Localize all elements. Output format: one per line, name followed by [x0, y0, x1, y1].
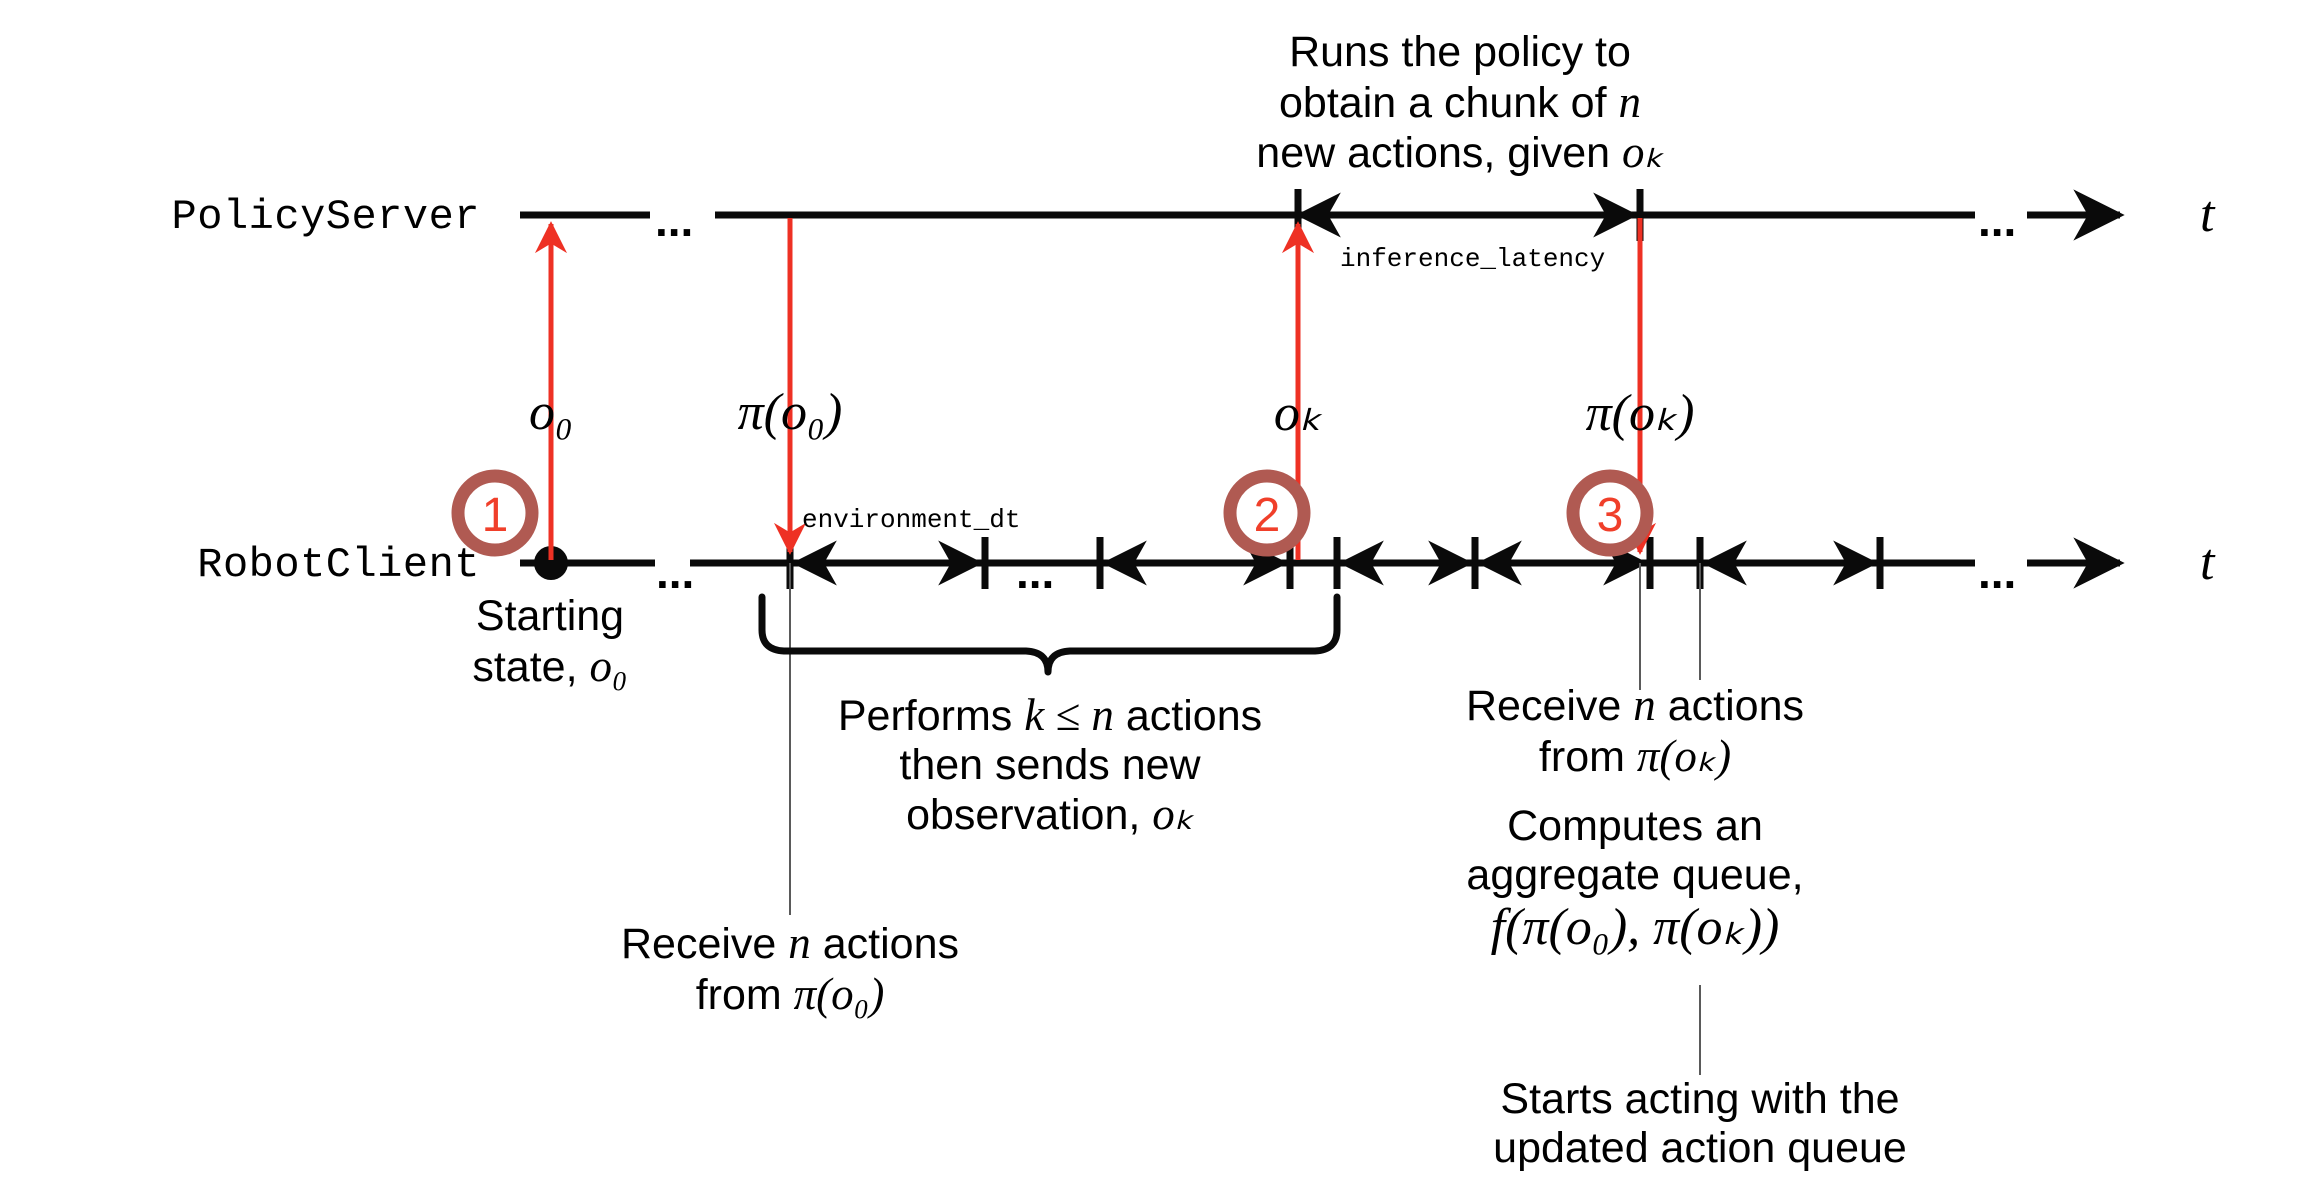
annotation-receive-pi-o0-line1-math: n [788, 918, 811, 968]
message-label-obs-k: oₖ [1273, 385, 1323, 442]
step-1-caption-line2-math: o₀ [589, 640, 628, 691]
annotation-runs-policy-line2: obtain a chunk of n [1180, 77, 1740, 128]
annotation-starts-acting: Starts acting with the updated action qu… [1430, 1075, 1970, 1172]
robot-client-lane-label: RobotClient [197, 541, 480, 589]
callout-guide-lines [789, 563, 1701, 1075]
robot-axis-gap-right [1975, 554, 2027, 572]
policy-axis-ellipsis-left: ... [655, 194, 694, 246]
annotation-runs-policy-line3: new actions, given oₖ [1180, 127, 1740, 178]
annotation-performs-actions-line2: then sends new [899, 740, 1201, 789]
annotation-performs-actions-line1: Performs k ≤ n actions [770, 690, 1330, 741]
policy-axis-gap-right [1975, 206, 2027, 224]
message-label-obs-0: o₀ [528, 384, 574, 441]
annotation-runs-policy-line2-math: n [1618, 76, 1641, 127]
annotation-receive-pi-o0: Receive n actions from π(o₀) [560, 918, 1020, 1020]
robot-axis-ellipsis-right: ... [1978, 546, 2017, 598]
annotation-performs-actions-line3: observation, oₖ [770, 789, 1330, 840]
annotation-aggregate-queue: Computes an aggregate queue, f(π(o₀), π(… [1400, 802, 1870, 958]
step-marker-3: 3 [1566, 469, 1654, 557]
step-1-caption-line2: state, o₀ [410, 641, 690, 692]
step-marker-2-number: 2 [1254, 489, 1281, 542]
step-1-caption: Starting state, o₀ [410, 592, 690, 691]
robot-axis-ellipsis-middle: ... [1016, 546, 1055, 598]
robot-client-lane [520, 537, 2125, 589]
step-1-caption-line2-text: state, [472, 642, 590, 691]
annotation-receive-pi-ok-line2: from π(oₖ) [1400, 731, 1870, 782]
annotation-receive-pi-ok-line2-math: π(oₖ) [1636, 730, 1732, 781]
policy-server-axis-variable: t [2200, 186, 2215, 243]
annotation-receive-pi-o0-line2-math: π(o₀) [793, 968, 885, 1019]
step-marker-2: 2 [1223, 469, 1311, 557]
robot-client-axis-variable: t [2200, 534, 2215, 591]
annotation-receive-pi-ok-line1-pre: Receive [1466, 682, 1634, 730]
annotation-performs-actions-line3-text: observation, [906, 791, 1153, 840]
annotation-aggregate-queue-line2: aggregate queue, [1466, 850, 1804, 899]
annotation-receive-pi-ok-line1: Receive n actions [1400, 680, 1870, 731]
annotation-receive-pi-o0-line2-pre: from [695, 970, 794, 1019]
performs-actions-brace [758, 593, 1341, 676]
policy-server-lane-label: PolicyServer [171, 193, 480, 241]
annotation-performs-actions: Performs k ≤ n actions then sends new ob… [770, 690, 1330, 840]
inference-latency-label: inference_latency [1340, 244, 1606, 274]
message-label-action-chunk-0: π(o₀) [737, 384, 843, 441]
annotation-performs-actions-line1-pre: Performs [837, 692, 1025, 740]
step-marker-1: 1 [451, 469, 539, 557]
environment-dt-label: environment_dt [802, 505, 1021, 535]
annotation-performs-actions-line1-math: k ≤ n [1024, 690, 1114, 740]
annotation-receive-pi-ok-line2-pre: from [1538, 732, 1637, 781]
annotation-starts-acting-line2: updated action queue [1493, 1123, 1907, 1172]
annotation-receive-pi-o0-line2: from π(o₀) [560, 969, 1020, 1020]
annotation-receive-pi-o0-line1: Receive n actions [560, 918, 1020, 969]
message-label-action-chunk-k: π(oₖ) [1585, 385, 1695, 442]
policy-server-lane [520, 189, 2125, 241]
annotation-runs-policy-line3-text: new actions, given [1256, 129, 1623, 178]
robot-client-lane-label-wrap: RobotClient [60, 541, 480, 589]
annotation-performs-actions-line3-math: oₖ [1152, 789, 1194, 840]
annotation-receive-pi-ok-line1-math: n [1633, 680, 1656, 730]
annotation-starts-acting-line1: Starts acting with the [1500, 1075, 1900, 1123]
annotation-runs-policy: Runs the policy to obtain a chunk of n n… [1180, 28, 1740, 178]
annotation-runs-policy-line1: Runs the policy to [1289, 28, 1631, 76]
annotation-aggregate-queue-line1: Computes an [1507, 802, 1763, 850]
step-1-caption-line1: Starting [475, 592, 625, 640]
policy-axis-ellipsis-right: ... [1978, 194, 2017, 246]
annotation-runs-policy-line3-math: oₖ [1622, 127, 1664, 178]
policy-server-lane-label-wrap: PolicyServer [60, 193, 480, 241]
step-marker-3-number: 3 [1597, 489, 1624, 542]
starting-state-dot [534, 546, 568, 580]
annotation-aggregate-queue-line3: f(π(o₀), π(oₖ)) [1490, 899, 1780, 957]
annotation-receive-pi-o0-line1-pre: Receive [621, 920, 789, 968]
annotation-receive-pi-o0-line1-post: actions [810, 920, 959, 968]
robot-axis-ellipsis-left: ... [656, 546, 695, 598]
annotation-receive-pi-ok-line1-post: actions [1655, 682, 1804, 730]
annotation-runs-policy-line2-text: obtain a chunk of [1279, 78, 1619, 127]
annotation-performs-actions-line1-post: actions [1113, 692, 1263, 740]
annotation-receive-pi-ok: Receive n actions from π(oₖ) [1400, 680, 1870, 782]
step-marker-1-number: 1 [482, 489, 509, 542]
